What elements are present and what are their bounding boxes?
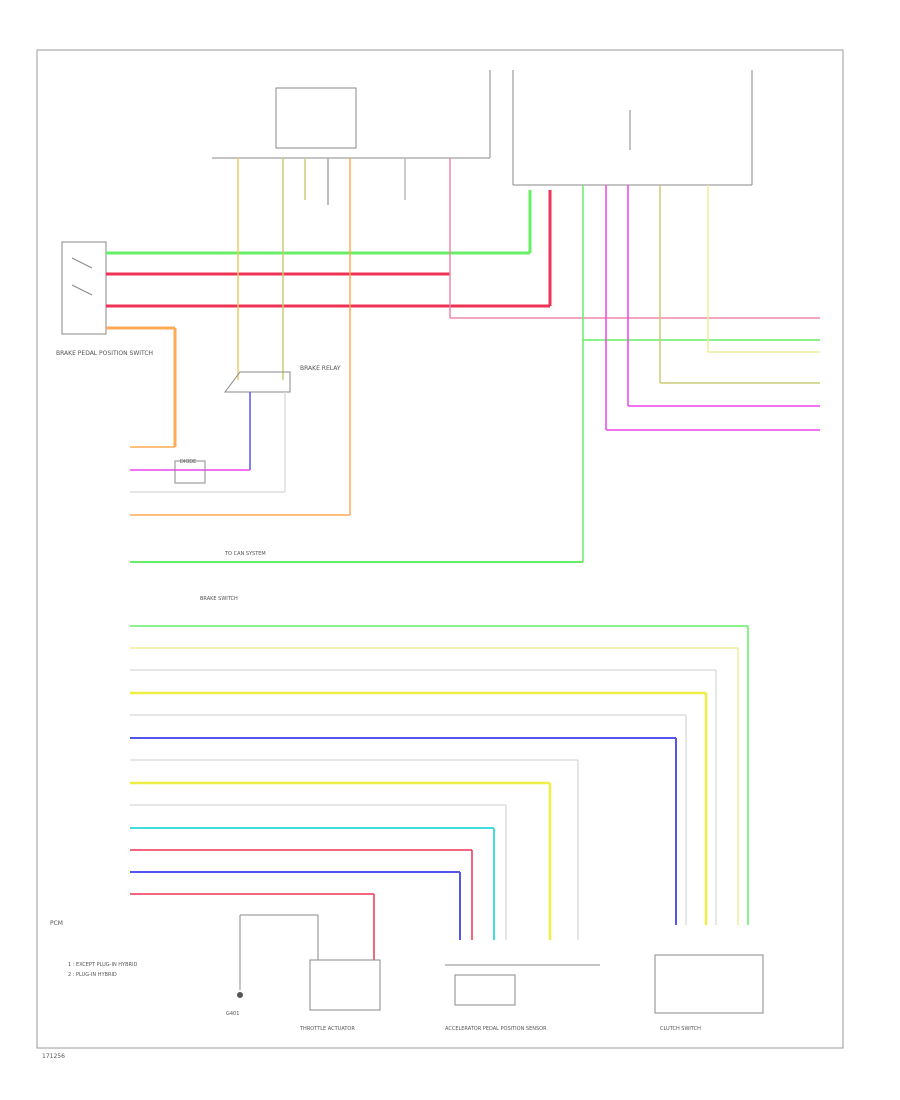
- pcm-note-2: 2 : PLUG-IN HYBRID: [68, 972, 117, 978]
- relay-label: BRAKE RELAY: [300, 365, 341, 372]
- diagram-frame: [36, 49, 844, 1049]
- diode: [174, 460, 206, 484]
- throttle-label: THROTTLE ACTUATOR: [299, 1026, 355, 1032]
- clutch-label: CLUTCH SWITCH: [660, 1026, 701, 1032]
- right-wires: [582, 185, 820, 562]
- pcm-wire-rows: [130, 446, 749, 960]
- pcm-note-1: 1 : EXCEPT PLUG-IN HYBRID: [68, 962, 137, 968]
- can-label: TO CAN SYSTEM: [224, 551, 266, 557]
- brake-relay: [224, 371, 291, 492]
- diode-label: DIODE: [180, 459, 196, 465]
- brake-pedal-switch: [61, 241, 107, 335]
- pcm-label: PCM: [50, 920, 63, 927]
- ground-icon: [237, 992, 243, 998]
- fuse-vertical-wires: [237, 158, 820, 515]
- brake-switch-label: BRAKE SWITCH: [200, 596, 238, 602]
- top-fuse-box: [212, 70, 753, 186]
- switch-wires: [106, 190, 552, 447]
- ground-label: G401: [226, 1011, 239, 1017]
- bottom-components: [239, 914, 764, 1014]
- pedal-label: ACCELERATOR PEDAL POSITION SENSOR: [445, 1026, 547, 1032]
- left-switch-label: BRAKE PEDAL POSITION SWITCH: [56, 350, 153, 357]
- footer-code: 171256: [42, 1053, 65, 1060]
